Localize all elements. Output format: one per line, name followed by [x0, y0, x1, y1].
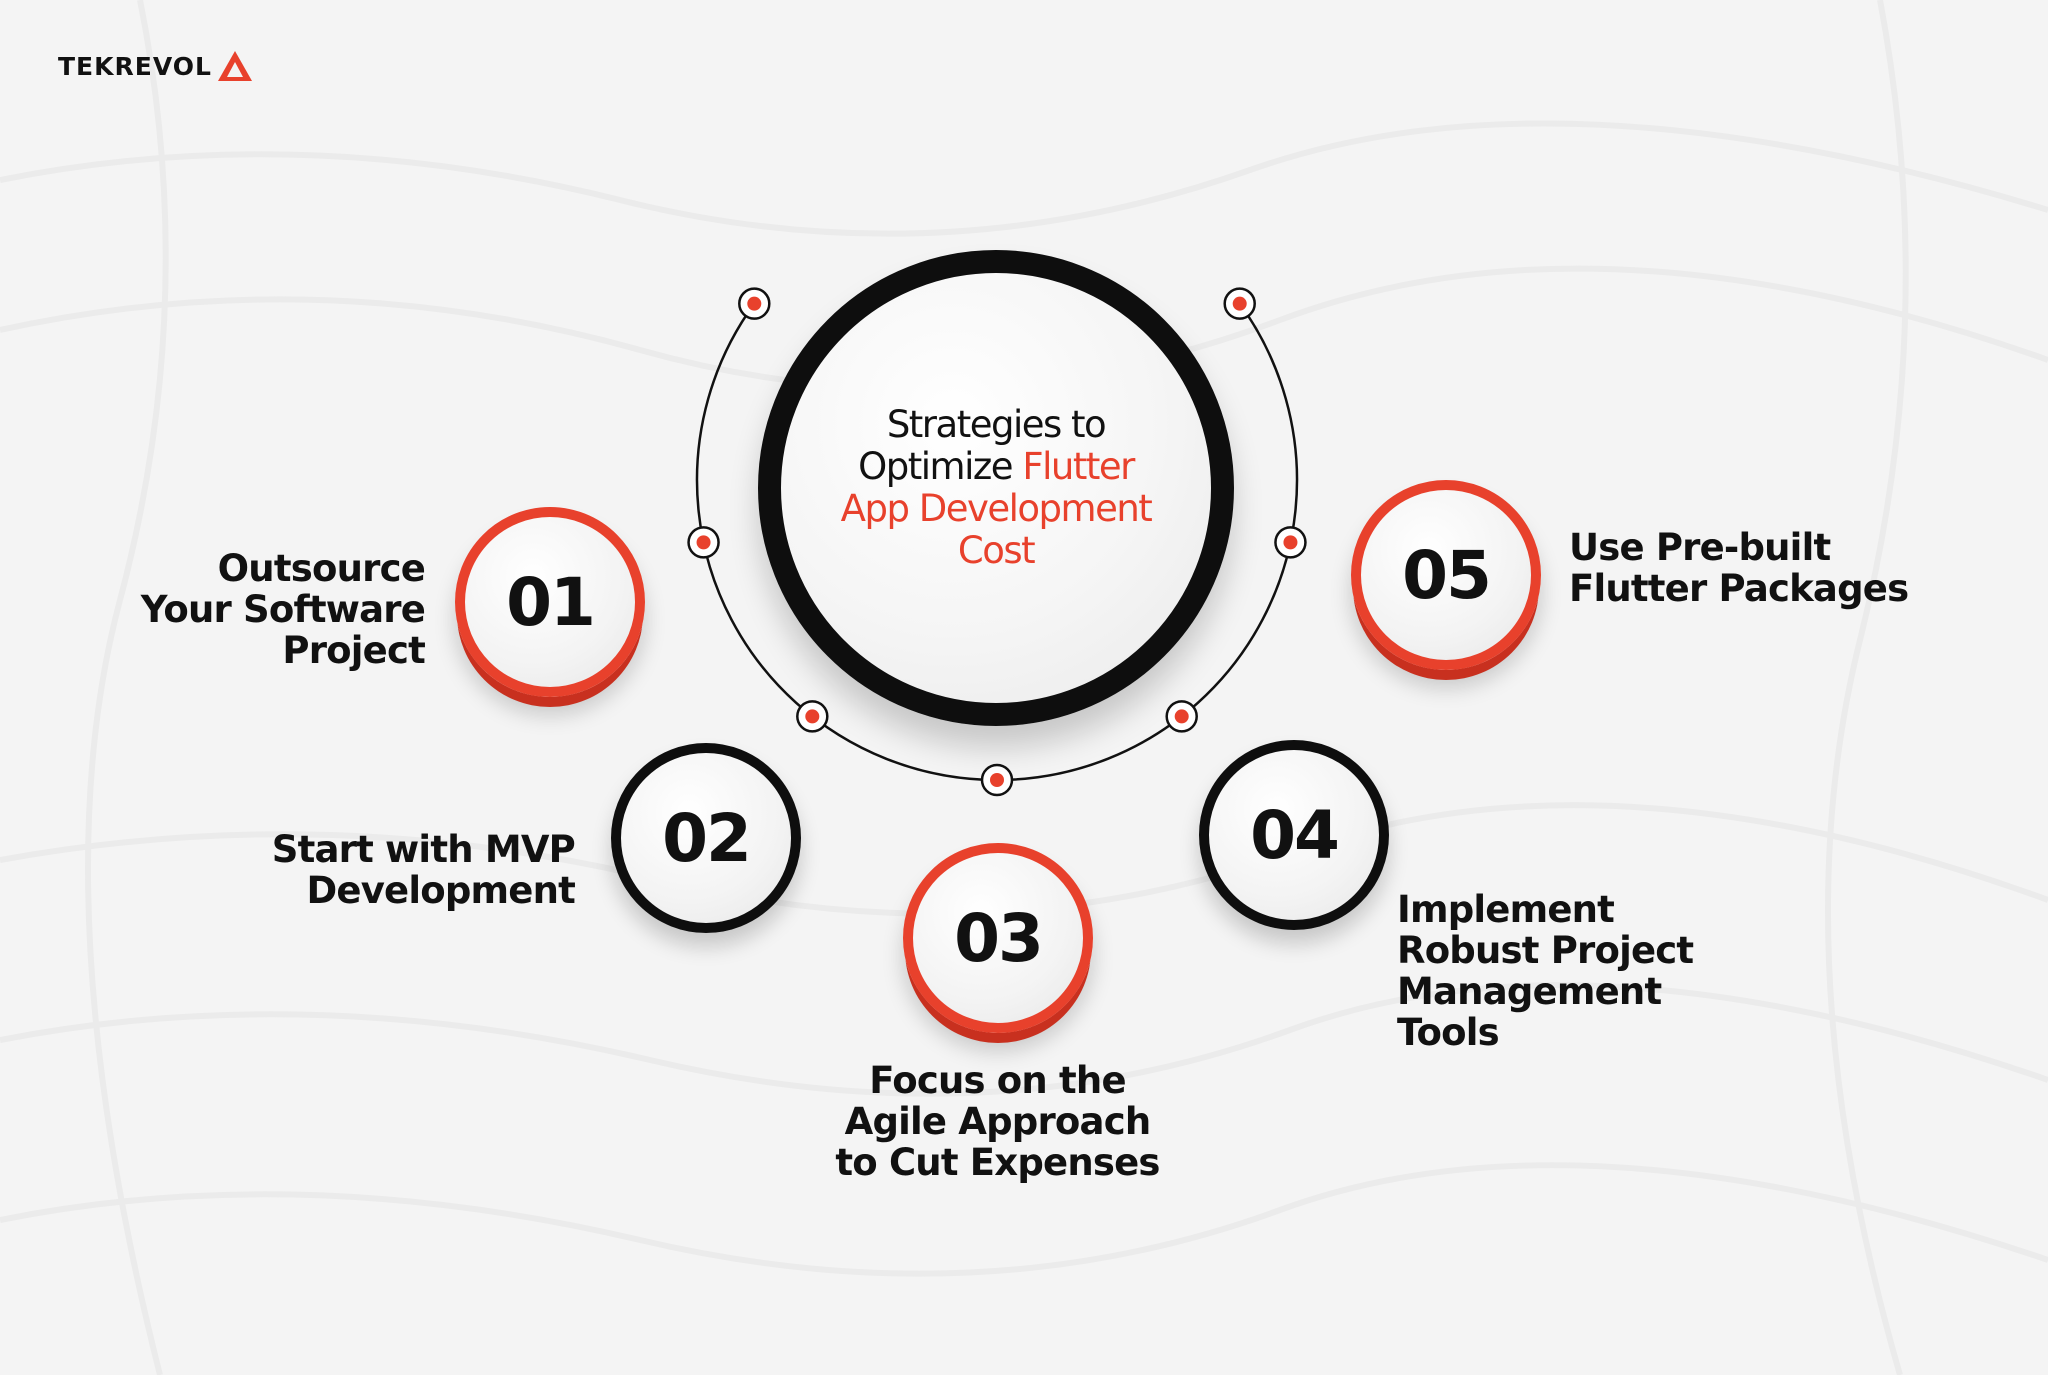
step-3-circle: 03	[903, 843, 1093, 1033]
step-4-label: Implement Robust Project Management Tool…	[1397, 888, 1694, 1054]
center-hub: Strategies to Optimize Flutter App Devel…	[758, 250, 1234, 726]
step-1-circle: 01	[455, 507, 645, 697]
step-1-number: 01	[506, 563, 596, 641]
brand-logo: TEKREVOL	[58, 46, 254, 86]
logo-text: TEKREVOL	[58, 51, 212, 81]
step-4-circle: 04	[1199, 740, 1389, 930]
step-3-number: 03	[954, 899, 1044, 977]
logo-triangle-icon	[217, 51, 252, 81]
step-2-circle: 02	[611, 743, 801, 933]
center-title-main: Strategies to Optimize	[858, 403, 1107, 488]
step-5-label: Use Pre-built Flutter Packages	[1569, 526, 1909, 610]
step-1-label: Outsource Your Software Project	[140, 547, 426, 672]
step-2-label: Start with MVP Development	[271, 828, 576, 912]
step-5-circle: 05	[1351, 480, 1541, 670]
step-3-label: Focus on the Agile Approach to Cut Expen…	[835, 1059, 1160, 1184]
step-2-number: 02	[662, 799, 752, 877]
step-4-number: 04	[1250, 796, 1340, 874]
center-title: Strategies to Optimize Flutter App Devel…	[821, 404, 1171, 572]
center-title-highlight: Flutter App Development Cost	[840, 445, 1153, 572]
step-5-number: 05	[1402, 536, 1492, 614]
